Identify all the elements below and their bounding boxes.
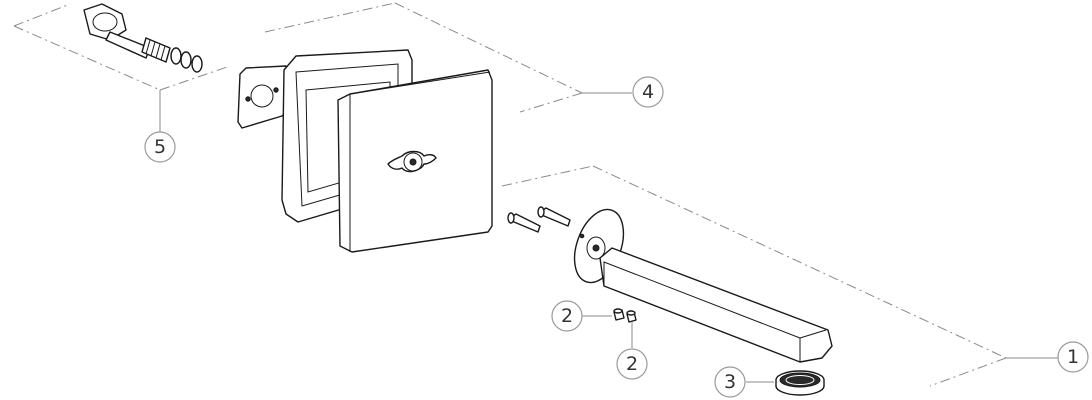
callout-3: 3 [714,366,746,398]
fixing-screws [507,206,571,233]
group-outline-cartridge [13,3,231,91]
handle-slot-icon [387,150,437,173]
callout-5: 5 [144,131,176,163]
callout-4: 4 [632,76,664,108]
callout-3-label: 3 [724,371,736,393]
callout-1-label: 1 [1067,346,1079,368]
group-outline-spout [501,165,1007,387]
callout-2-left: 2 [551,300,583,332]
spout-part [573,208,833,363]
callout-2-bottom: 2 [616,348,648,380]
callout-1: 1 [1057,341,1089,373]
grub-screws [613,308,637,323]
cartridge-extension-part [83,3,203,73]
leader-lines [159,90,1058,383]
group-outline-cover [264,2,583,113]
callout-2b-label: 2 [626,353,638,375]
callout-4-label: 4 [642,81,654,103]
callout-5-label: 5 [154,136,166,158]
callout-2a-label: 2 [561,305,573,327]
aerator-part [775,370,825,396]
cover-plate-assembly [237,49,493,253]
